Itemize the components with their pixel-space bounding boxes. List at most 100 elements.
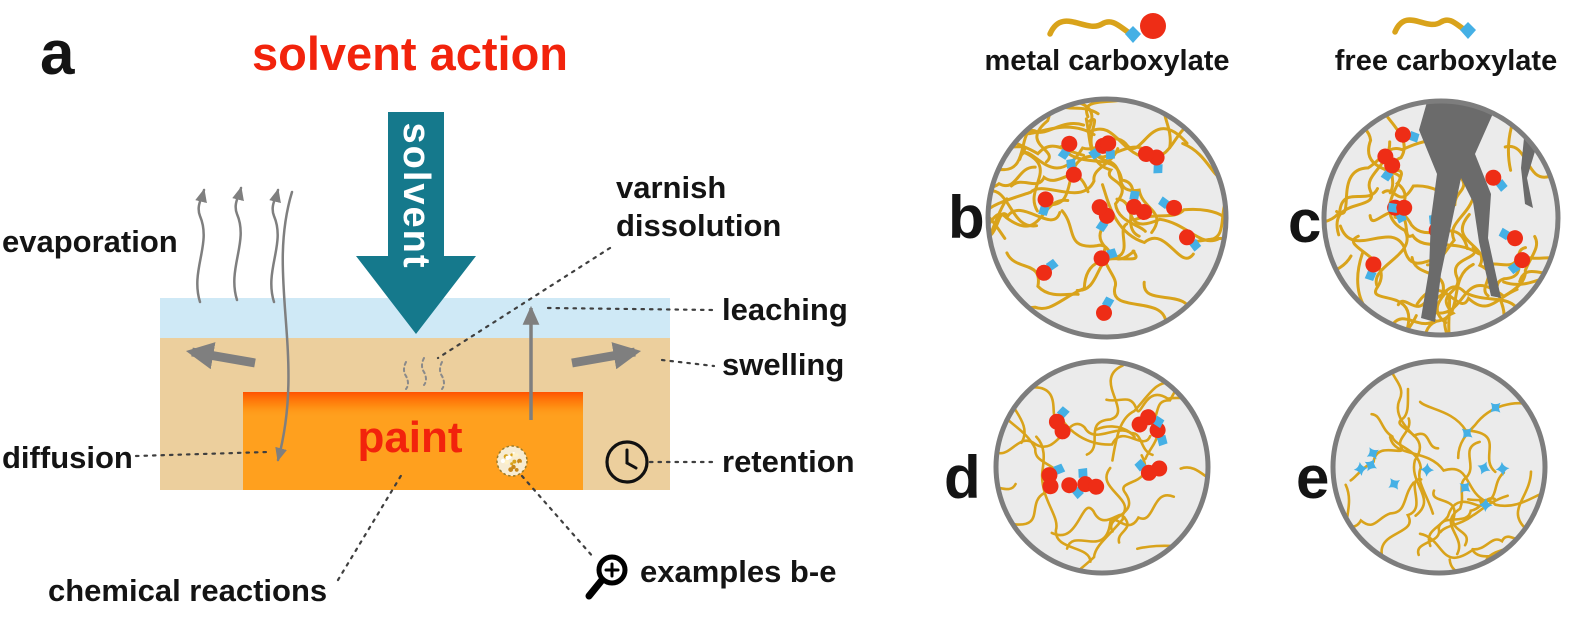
metal-carboxylate-marker xyxy=(1126,190,1153,221)
metal-carboxylate-marker xyxy=(1137,145,1165,174)
polymer-strand xyxy=(1439,494,1509,534)
paint-top-edge xyxy=(243,392,583,418)
retention-label: retention xyxy=(722,444,855,479)
polymer-strand xyxy=(1028,386,1152,446)
metal-carboxylate-marker xyxy=(1485,169,1508,192)
panel-a-title: solvent action xyxy=(252,27,568,80)
reaction-speckle xyxy=(504,459,509,465)
free-carboxylate-icon xyxy=(1392,17,1476,39)
polymer-strand xyxy=(1015,101,1100,116)
metal-carboxylate-marker xyxy=(1036,258,1059,281)
leader-chemical-reactions xyxy=(336,472,404,582)
leaching-label: leaching xyxy=(722,292,848,327)
polymer-strand xyxy=(1335,138,1437,215)
free-carboxylate-marker xyxy=(1364,458,1377,472)
examples-label: examples b-e xyxy=(640,554,836,589)
polymer-strand xyxy=(1427,471,1506,548)
metal-carboxylate-marker xyxy=(1091,199,1115,232)
free-carboxylate-marker xyxy=(1420,462,1434,477)
evaporation-label: evaporation xyxy=(2,224,178,259)
reaction-speckle xyxy=(518,462,522,465)
polymer-strand xyxy=(1370,412,1435,515)
legend: metal carboxylate free carboxylate xyxy=(984,13,1557,77)
polymer-strand xyxy=(1111,381,1175,462)
metal-carboxylate-label: metal carboxylate xyxy=(984,45,1229,77)
polymer-strand xyxy=(998,482,1017,511)
metal-carboxylate-marker xyxy=(1057,135,1078,160)
free-carboxylate-label: free carboxylate xyxy=(1335,45,1557,77)
figure-d: d xyxy=(944,358,1211,576)
reaction-speckle xyxy=(510,462,514,466)
polymer-strand xyxy=(990,165,1037,190)
metal-carboxylate-marker xyxy=(1179,229,1202,252)
figure-c: c xyxy=(1288,98,1561,338)
diffusion-arrow xyxy=(275,190,294,462)
retention-clock-icon xyxy=(605,440,649,484)
free-carboxylate-marker xyxy=(1461,427,1473,439)
polymer-strand xyxy=(1351,234,1411,332)
metal-carboxylate-marker xyxy=(1377,148,1401,182)
chemical-reaction-site xyxy=(496,445,528,477)
polymer-strand xyxy=(1101,183,1195,260)
evaporation-arrows-icon xyxy=(195,186,281,304)
polymer-strand xyxy=(1368,210,1469,251)
metal-carboxylate-marker xyxy=(1498,227,1523,247)
chemical-reactions-label: chemical reactions xyxy=(48,573,327,608)
polymer-strand xyxy=(1396,285,1524,325)
swelling-label: swelling xyxy=(722,347,844,382)
polymer-strand xyxy=(1005,251,1080,297)
panel-a-letter: a xyxy=(40,19,75,88)
polymer-strand xyxy=(1417,246,1477,333)
leader-examples xyxy=(520,474,596,560)
metal-carboxylate-marker xyxy=(1507,252,1531,275)
polymer-strand xyxy=(1466,490,1543,508)
metal-carboxylate-marker xyxy=(1134,458,1168,481)
free-carboxylate-marker xyxy=(1459,482,1471,493)
leader-varnish-dissolution xyxy=(436,246,612,360)
solvent-arrow-label: solvent xyxy=(395,122,437,269)
solvent-arrow xyxy=(356,112,476,334)
figure-b-outline xyxy=(985,96,1229,340)
reaction-speckle xyxy=(517,458,522,464)
polymer-strand xyxy=(1403,262,1475,333)
figure-c-label: c xyxy=(1288,188,1321,255)
polymer-strand xyxy=(1035,435,1092,563)
varnish-dissolution-marks xyxy=(403,357,445,390)
swelling-arrow-left xyxy=(185,342,256,370)
leader-diffusion xyxy=(134,450,270,458)
polymer-strand xyxy=(1354,478,1423,571)
polymer-strand xyxy=(1035,101,1102,164)
polymer-strand xyxy=(1207,153,1224,242)
polymer-strand xyxy=(990,125,1096,137)
free-carboxylate-marker xyxy=(1495,461,1510,476)
free-carboxylate-marker xyxy=(1353,461,1368,476)
polymer-strand xyxy=(1049,124,1197,207)
polymer-strand xyxy=(1060,209,1136,261)
reaction-speckle xyxy=(511,464,516,470)
metal-carboxylate-marker xyxy=(1394,126,1420,143)
metal-carboxylate-marker xyxy=(1037,191,1054,216)
reaction-speckle xyxy=(500,458,505,464)
leader-swelling xyxy=(660,358,716,368)
figure-d-label: d xyxy=(944,444,981,511)
metal-carboxylate-marker xyxy=(1065,158,1082,183)
panel-a: a solvent action paint solvent evaporati… xyxy=(2,19,855,608)
metal-carboxylate-marker xyxy=(1077,467,1105,495)
figure-e-content xyxy=(1335,363,1543,571)
figure-e-outline xyxy=(1330,358,1548,576)
reaction-speckle xyxy=(512,459,517,464)
varnish-dissolution-label-line1: varnish xyxy=(616,170,726,205)
metal-carboxylate-marker xyxy=(1131,409,1165,433)
reaction-site-dots xyxy=(500,452,522,472)
figure-e: e xyxy=(1296,358,1548,576)
polymer-strand xyxy=(990,197,1009,271)
polymer-strand xyxy=(1335,481,1415,544)
polymer-strand xyxy=(1065,493,1176,550)
diffusion-label: diffusion xyxy=(2,440,133,475)
varnish-dissolution-label-line2: dissolution xyxy=(616,208,781,243)
polymer-strand xyxy=(1449,440,1481,556)
free-carboxylate-marker xyxy=(1388,478,1401,490)
metal-carboxylate-marker xyxy=(1048,406,1071,440)
figure-e-label: e xyxy=(1296,444,1329,511)
